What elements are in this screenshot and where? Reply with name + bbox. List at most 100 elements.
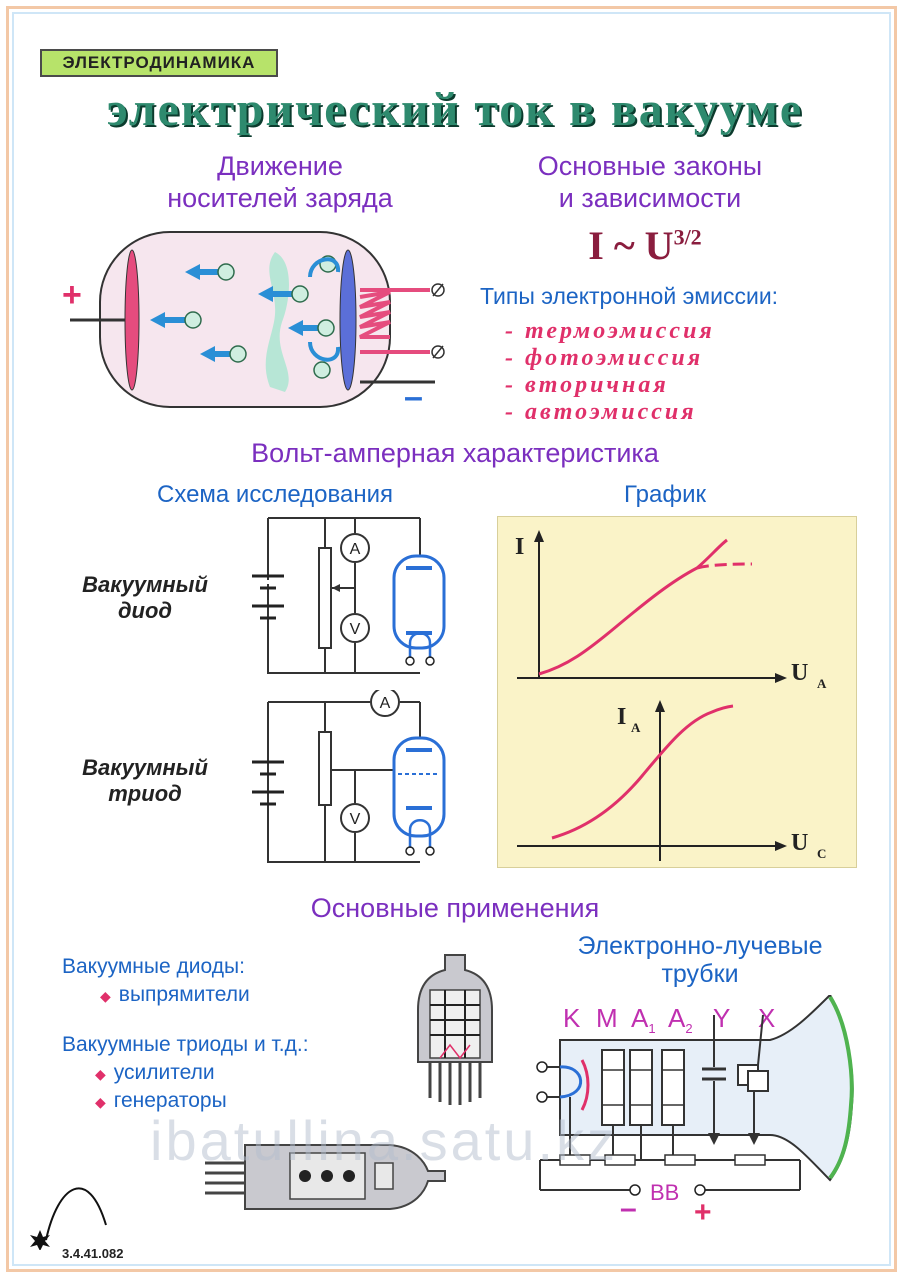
movement-heading: Движение носителей заряда xyxy=(140,150,420,214)
tube-dot xyxy=(299,1170,311,1182)
ammeter xyxy=(370,690,400,717)
graph1-curve xyxy=(538,538,728,676)
arrow-down xyxy=(748,1133,760,1145)
filament-terminal xyxy=(405,846,415,856)
formula-base: I ~ U xyxy=(588,223,674,268)
return-arrow xyxy=(308,341,340,362)
graph1-x-label: U xyxy=(791,660,808,686)
tube-pins xyxy=(205,1161,245,1195)
electron-arrows xyxy=(150,264,318,362)
crt-terminal xyxy=(536,1091,548,1103)
triodes-item-label: усилители xyxy=(113,1061,215,1084)
diode-filament xyxy=(408,632,432,658)
electron xyxy=(317,319,335,337)
page-title: электрический ток в вакууме xyxy=(106,83,804,136)
resistor xyxy=(664,1154,696,1166)
graph1-y-label: I xyxy=(515,534,524,560)
crt-label-m: M xyxy=(596,1003,618,1033)
rheostat xyxy=(318,547,332,649)
graph2-x-sub: C xyxy=(817,846,826,861)
graph-heading: График xyxy=(624,481,706,508)
crt-arrows xyxy=(708,1133,760,1145)
triode-filament xyxy=(408,819,432,848)
diode-label: Вакуумный диод xyxy=(70,572,220,624)
crt-heading: Электронно-лучевые трубки xyxy=(530,932,870,988)
electron xyxy=(217,263,235,281)
graph2-x-label: U xyxy=(791,830,808,856)
voltmeter-label: V xyxy=(350,811,361,828)
graph2-y-arrow xyxy=(655,700,665,712)
terminal-bottom xyxy=(431,345,445,359)
voltmeter xyxy=(340,613,370,643)
heater-coil xyxy=(359,290,391,339)
electron xyxy=(313,361,331,379)
crt-electrode-lines xyxy=(602,1069,684,1106)
outer-border xyxy=(6,6,897,1272)
crt-label-a2: A2 xyxy=(668,1003,693,1036)
movement-heading-line1: Движение xyxy=(217,151,343,181)
emission-heading: Типы электронной эмиссии: xyxy=(480,283,779,309)
resistor xyxy=(559,1154,591,1166)
electron xyxy=(229,345,247,363)
triode-label-line2: триод xyxy=(108,781,182,806)
x-plate-lead xyxy=(757,1014,764,1066)
vac-heading: Вольт-амперная характеристика xyxy=(251,438,659,468)
iv-graphs: I U A I A U C xyxy=(515,530,827,861)
plus-sign: + xyxy=(62,276,82,314)
ammeter xyxy=(340,533,370,563)
emission-item-thermo: - термоэмиссия xyxy=(505,318,715,344)
logo-star xyxy=(30,1230,50,1250)
ammeter-label: A xyxy=(380,695,391,712)
bullet-icon: ◆ xyxy=(95,1066,106,1082)
crt-label-a1-sub: 1 xyxy=(648,1021,656,1037)
resistor xyxy=(734,1154,766,1166)
power-label: ВВ xyxy=(650,1180,680,1205)
inner-border xyxy=(12,12,891,1266)
electron-arrow xyxy=(258,286,292,302)
graph1-y-arrow xyxy=(534,530,544,542)
triode-circuit: A V xyxy=(252,690,446,863)
filament-terminal xyxy=(425,656,435,666)
diodes-item: ◆выпрямители xyxy=(100,983,250,1007)
tube-filament xyxy=(439,1043,471,1060)
electron-cloud xyxy=(265,252,290,392)
graph1-x-sub: A xyxy=(817,676,827,691)
vacuum-tube-illustration xyxy=(70,231,445,408)
graph1-x-arrow xyxy=(775,673,787,683)
filament-terminal xyxy=(405,656,415,666)
triode-label-line1: Вакуумный xyxy=(82,755,208,780)
emission-item-secondary: - вторичная xyxy=(505,372,669,398)
triodes-heading: Вакуумные триоды и т.д.: xyxy=(62,1033,309,1056)
circuit-wire xyxy=(267,702,420,863)
crt-heading-line1: Электронно-лучевые xyxy=(577,932,823,960)
crt-label-a2-sub: 2 xyxy=(685,1021,693,1037)
triodes-item: ◆генераторы xyxy=(95,1089,227,1113)
logo-arc xyxy=(45,1187,107,1241)
tube-anode xyxy=(374,1162,394,1190)
laws-heading-line1: Основные законы xyxy=(537,151,763,181)
crt-filament xyxy=(559,1065,583,1099)
diode-label-line2: диод xyxy=(117,598,173,623)
diode-label-line1: Вакуумный xyxy=(82,572,208,597)
crt-electrode xyxy=(661,1049,685,1126)
arrow-down xyxy=(708,1133,720,1145)
horizontal-tube-icon xyxy=(205,1144,446,1210)
crt-cathode xyxy=(580,1059,590,1111)
electron-arrow xyxy=(288,320,318,336)
movement-heading-line2: носителей заряда xyxy=(167,183,393,213)
graph2-curve xyxy=(551,704,734,840)
diodes-heading: Вакуумные диоды: xyxy=(62,955,245,978)
triodes-item-label: генераторы xyxy=(113,1089,227,1112)
formula-exponent: 3/2 xyxy=(673,224,702,250)
terminal-top xyxy=(431,283,445,297)
battery xyxy=(252,760,284,806)
vacuum-tube-icon xyxy=(417,954,493,1105)
cathode-plate xyxy=(339,249,357,391)
circuit-wire xyxy=(267,518,420,674)
laws-heading-line2: и зависимости xyxy=(558,183,742,213)
bb-terminal-plus xyxy=(694,1184,706,1196)
crt-screen xyxy=(828,995,854,1180)
electron xyxy=(184,311,202,329)
crt-label-y: Y xyxy=(713,1003,731,1033)
ammeter-label: A xyxy=(350,541,361,558)
